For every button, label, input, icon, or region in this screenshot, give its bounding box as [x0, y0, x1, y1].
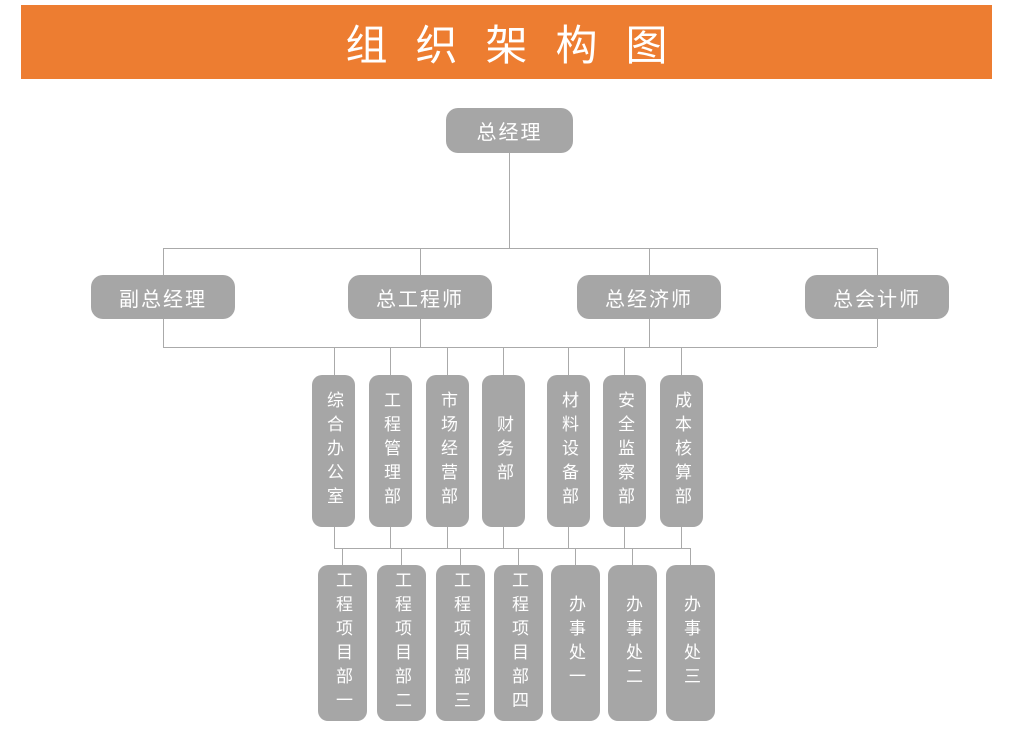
connector-line: [877, 248, 878, 275]
connector-line: [390, 527, 391, 548]
connector-line: [518, 548, 519, 565]
connector-line: [624, 347, 625, 375]
connector-line: [447, 527, 448, 548]
connector-line: [649, 248, 650, 275]
chart-header-banner: 组织架构图: [21, 5, 992, 79]
node-engineering-management-dept: 工程管理部: [369, 375, 412, 527]
connector-line: [163, 248, 877, 249]
connector-line: [163, 248, 164, 275]
connector-line: [681, 527, 682, 548]
node-office-2: 办事处二: [608, 565, 657, 721]
node-general-office: 综合办公室: [312, 375, 355, 527]
node-project-dept-3: 工程项目部三: [436, 565, 485, 721]
connector-line: [401, 548, 402, 565]
node-finance-dept: 财务部: [482, 375, 525, 527]
connector-line: [334, 548, 690, 549]
connector-line: [632, 548, 633, 565]
node-project-dept-4: 工程项目部四: [494, 565, 543, 721]
node-chief-accountant: 总会计师: [805, 275, 949, 319]
connector-line: [568, 527, 569, 548]
connector-line: [334, 527, 335, 548]
node-general-manager: 总经理: [446, 108, 573, 153]
connector-line: [509, 153, 510, 248]
connector-line: [877, 319, 878, 347]
connector-line: [163, 347, 877, 348]
node-project-dept-2: 工程项目部二: [377, 565, 426, 721]
chart-title: 组织架构图: [345, 21, 696, 69]
connector-line: [503, 527, 504, 548]
node-market-operations-dept: 市场经营部: [426, 375, 469, 527]
connector-line: [568, 347, 569, 375]
connector-line: [420, 319, 421, 347]
node-materials-equipment-dept: 材料设备部: [547, 375, 590, 527]
connector-line: [342, 548, 343, 565]
node-safety-supervision-dept: 安全监察部: [603, 375, 646, 527]
connector-line: [575, 548, 576, 565]
node-chief-engineer: 总工程师: [348, 275, 492, 319]
node-office-3: 办事处三: [666, 565, 715, 721]
connector-line: [649, 319, 650, 347]
connector-line: [447, 347, 448, 375]
connector-line: [334, 347, 335, 375]
connector-line: [460, 548, 461, 565]
connector-line: [420, 248, 421, 275]
connector-line: [163, 319, 164, 347]
node-cost-accounting-dept: 成本核算部: [660, 375, 703, 527]
node-deputy-general-manager: 副总经理: [91, 275, 235, 319]
node-chief-economist: 总经济师: [577, 275, 721, 319]
connector-line: [503, 347, 504, 375]
node-office-1: 办事处一: [551, 565, 600, 721]
connector-line: [390, 347, 391, 375]
connector-line: [690, 548, 691, 565]
node-project-dept-1: 工程项目部一: [318, 565, 367, 721]
connector-line: [681, 347, 682, 375]
connector-line: [624, 527, 625, 548]
